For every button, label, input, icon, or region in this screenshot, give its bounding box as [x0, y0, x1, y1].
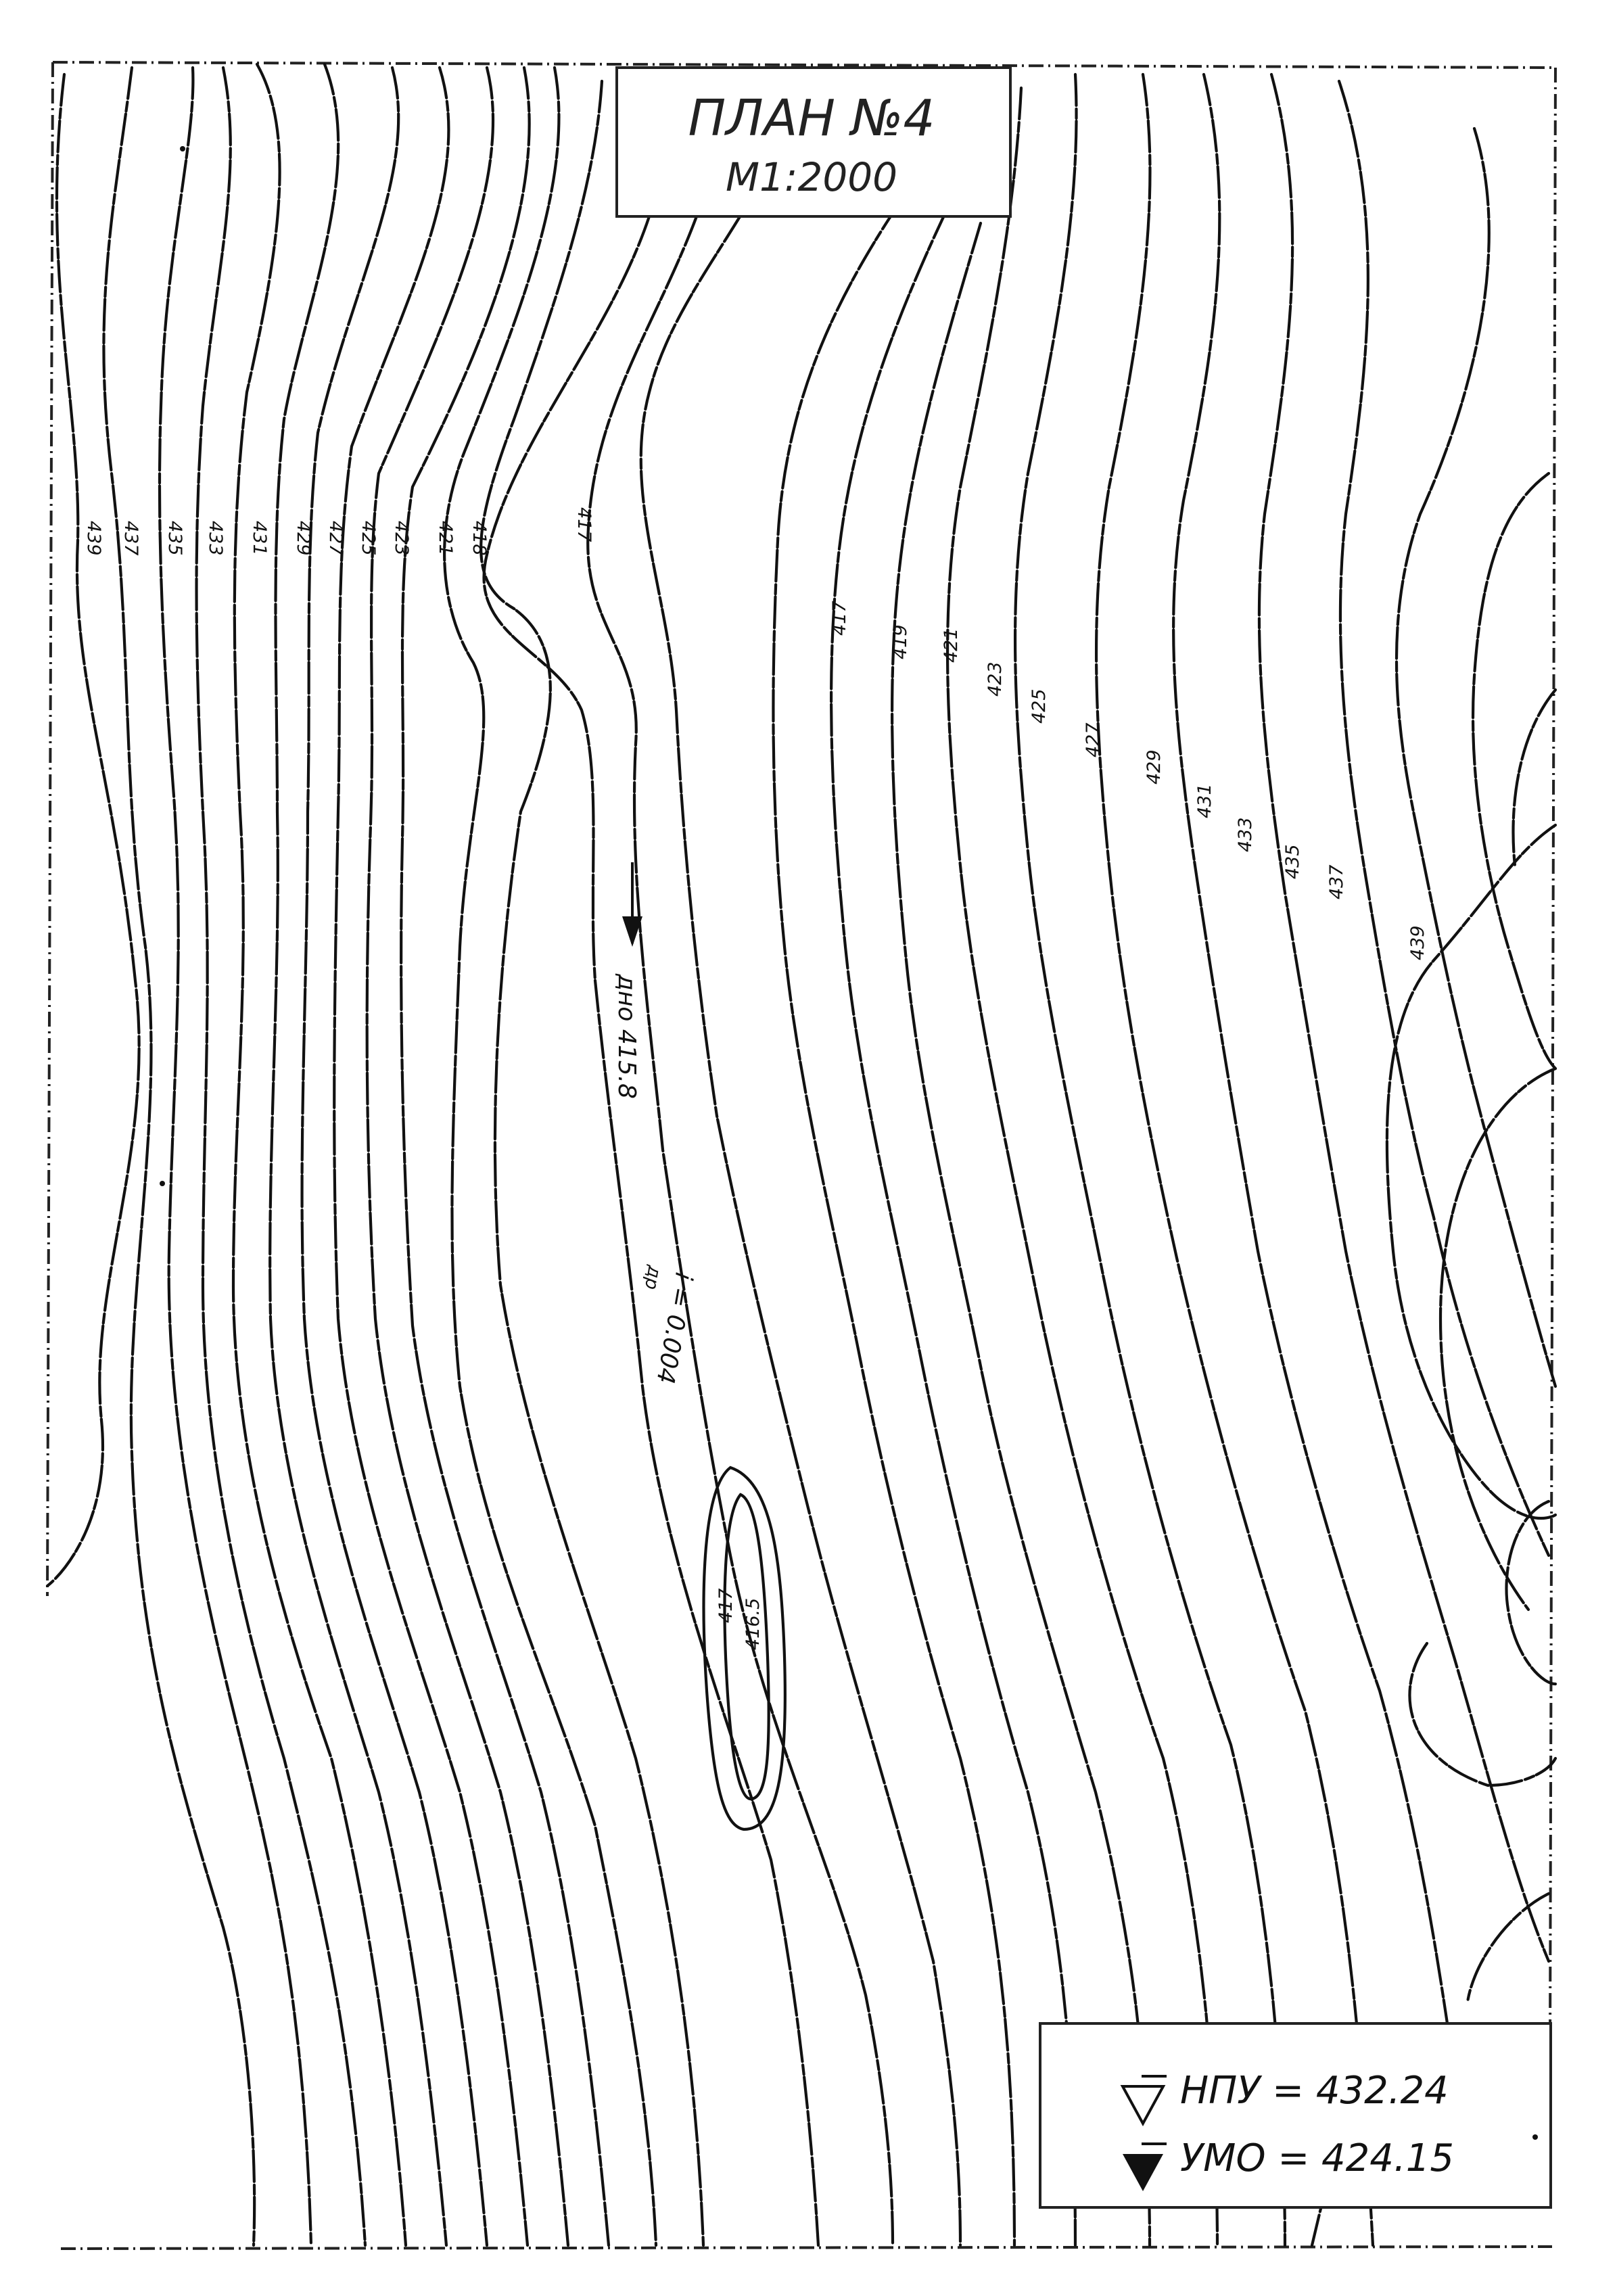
contour-label: 435: [164, 521, 185, 556]
survey-dot: [1532, 2134, 1538, 2140]
contour-label: 427: [325, 521, 346, 556]
survey-dot: [180, 146, 185, 151]
map-frame: [46, 61, 1557, 2250]
contour-label: 439: [83, 521, 104, 556]
contour-label: 419: [890, 624, 911, 659]
contour-label: 439: [1407, 925, 1428, 960]
contour-label: 425: [1029, 688, 1050, 724]
closed-contour-island: [702, 1466, 787, 1831]
legend-umo: УМО = 424.15: [1180, 2136, 1454, 2180]
contour-label: 433: [1235, 817, 1256, 852]
bottom-elevation-label: дно 415.8: [613, 973, 640, 1099]
island-elevation-label: 416.5: [743, 1598, 764, 1650]
contour-label: 418: [469, 521, 490, 556]
contour-label: 425: [358, 521, 379, 556]
contour-label: 417: [829, 601, 850, 636]
flow-arrow-icon: [622, 862, 642, 947]
title-block: ПЛАН №4 М1:2000: [615, 66, 1012, 218]
contour-label: 435: [1282, 844, 1303, 879]
contour-label: 421: [435, 521, 456, 556]
contour-labels-right: 417 419 421 423 425 427 429 431 433 435 …: [829, 601, 1428, 960]
legend-box: НПУ = 432.24 УМО = 424.15: [1039, 2022, 1552, 2209]
water-level-filled-triangle-icon: [1123, 2142, 1167, 2191]
water-level-triangle-icon: [1120, 2075, 1167, 2127]
contour-label: 429: [293, 521, 314, 556]
island-contour-label: 417: [716, 1588, 736, 1623]
contour-label: 427: [1083, 722, 1104, 757]
contour-label: 423: [391, 521, 412, 556]
contour-label: 437: [1326, 864, 1347, 899]
contour-label: 421: [941, 628, 962, 663]
channel-annotations: дно 415.8 i = 0.004 др 417 416.5: [613, 862, 764, 1650]
contour-label: 433: [205, 521, 226, 556]
contour-label: 431: [1194, 783, 1215, 818]
survey-dot: [160, 1181, 165, 1186]
contour-label: 431: [249, 521, 270, 556]
slope-sub-label: др: [640, 1263, 665, 1292]
contour-label: 429: [1144, 749, 1165, 784]
contour-label: 437: [120, 521, 141, 556]
contour-labels-left: 439 437 435 433 431 429 427 425 423 421 …: [83, 521, 490, 556]
right-bank-contours: [482, 72, 1557, 2247]
map-title: ПЛАН №4: [688, 89, 935, 147]
contour-label: 423: [985, 661, 1006, 697]
left-bank-contours: [45, 62, 705, 2247]
map-scale: М1:2000: [726, 154, 897, 200]
contour-label-top: 417: [573, 507, 594, 542]
legend-npu: НПУ = 432.24: [1180, 2069, 1449, 2113]
